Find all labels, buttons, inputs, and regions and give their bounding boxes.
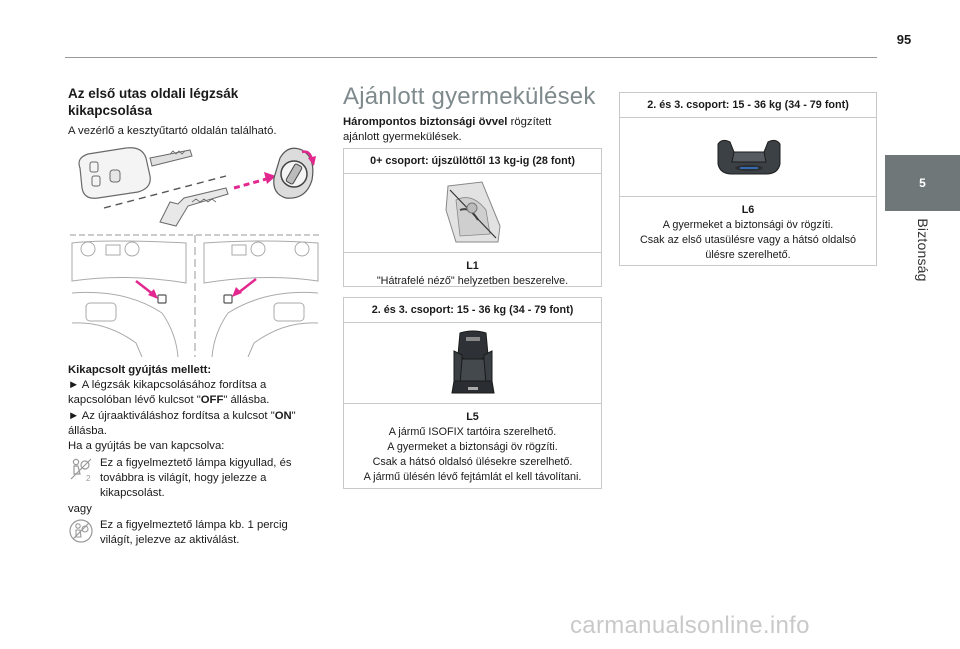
box-l6-image	[620, 118, 876, 197]
middle-intro: Hárompontos biztonsági övvel rögzített a…	[343, 115, 573, 145]
child-seat-box-l6: 2. és 3. csoport: 15 - 36 kg (34 - 79 fo…	[619, 92, 877, 266]
box-l1-header: 0+ csoport: újszülöttől 13 kg-ig (28 fon…	[344, 149, 601, 174]
box-l6-header: 2. és 3. csoport: 15 - 36 kg (34 - 79 fo…	[620, 93, 876, 118]
box-l6-body: L6 A gyermeket a biztonsági öv rögzíti. …	[620, 197, 876, 269]
key-switch-illustration	[66, 140, 324, 233]
step-off: ► A légzsák kikapcsolásához fordítsa a k…	[68, 378, 318, 408]
section-tab-label: Biztonság	[885, 215, 960, 285]
airbag-heading: Az első utas oldali légzsák kikapcsolása	[68, 86, 239, 118]
step-on-keyword: ON	[274, 409, 292, 422]
box-l1-image	[344, 174, 601, 253]
warning-2-text: Ez a figyelmeztető lámpa kb. 1 percig vi…	[100, 519, 288, 547]
watermark: carmanualsonline.info	[570, 612, 810, 639]
step-on: ► Az újraaktiváláshoz fordítsa a kulcsot…	[68, 409, 318, 439]
box-l1-line: "Hátrafelé néző" helyzetben beszerelve.	[376, 275, 569, 287]
ignition-off-heading: Kikapcsolt gyújtás mellett:	[68, 364, 212, 376]
airbag-intro: A vezérlő a kesztyűtartó oldalán találha…	[68, 125, 277, 137]
svg-text:2: 2	[86, 474, 91, 482]
middle-intro-rest: rögzített ajánlott gyermekülések.	[343, 116, 552, 144]
step-off-keyword: OFF	[200, 394, 224, 407]
warning-2: Ez a figyelmeztető lámpa kb. 1 percig vi…	[68, 518, 318, 548]
box-l5-line-2: A gyermeket a biztonsági öv rögzíti.	[387, 441, 558, 453]
booster-with-backrest-image	[451, 330, 495, 394]
child-seat-box-l5: 2. és 3. csoport: 15 - 36 kg (34 - 79 fo…	[343, 297, 602, 489]
header-rule	[65, 57, 877, 58]
box-l5-line-3: Csak a hátsó oldalsó ülésekre szerelhető…	[372, 456, 573, 468]
step-off-text-a: ► A légzsák kikapcsolásához fordítsa a k…	[68, 379, 267, 407]
box-l5-code: L5	[466, 411, 479, 423]
rear-facing-seat-image	[445, 181, 501, 243]
box-l5-line-4: A jármű ülésén lévő fejtámlát el kell tá…	[363, 471, 582, 483]
box-l1-body: L1 "Hátrafelé néző" helyzetben beszerelv…	[344, 253, 601, 295]
step-on-text-c: " állásba.	[68, 409, 296, 437]
airbag-off-warning-icon: 2	[70, 458, 92, 482]
box-l5-line-1: A jármű ISOFIX tartóira szerelhető.	[388, 426, 557, 438]
ignition-off-block: Kikapcsolt gyújtás mellett: ► A légzsák …	[68, 363, 318, 454]
box-l6-code: L6	[741, 204, 755, 216]
section-tab-number[interactable]: 5	[885, 155, 960, 211]
section-tab-text: Biztonság	[914, 218, 931, 282]
step-off-text-c: " állásba.	[223, 394, 270, 407]
section-title: Ajánlott gyermekülések	[343, 83, 596, 110]
page-number: 95	[896, 32, 912, 47]
box-l6-line-2: Csak az első utasülésre vagy a hátsó old…	[639, 234, 857, 261]
step-on-text-a: ► Az újraaktiváláshoz fordítsa a kulcsot…	[68, 409, 275, 422]
box-l6-line-1: A gyermeket a biztonsági öv rögzíti.	[662, 219, 834, 231]
or-text: vagy	[68, 503, 92, 515]
dashboard-illustration	[66, 233, 324, 357]
warning-1: 2 Ez a figyelmeztető lámpa kigyullad, és…	[68, 456, 318, 502]
airbag-on-warning-icon	[69, 519, 93, 543]
ignition-on-text: Ha a gyújtás be van kapcsolva:	[68, 440, 225, 453]
box-l1-code: L1	[466, 260, 479, 272]
box-l5-image	[344, 323, 601, 404]
box-l5-body: L5 A jármű ISOFIX tartóira szerelhető. A…	[344, 404, 601, 491]
middle-intro-bold: Hárompontos biztonsági övvel	[343, 116, 508, 128]
warning-1-text: Ez a figyelmeztető lámpa kigyullad, és t…	[100, 457, 292, 500]
box-l5-header: 2. és 3. csoport: 15 - 36 kg (34 - 79 fo…	[344, 298, 601, 323]
child-seat-box-l1: 0+ csoport: újszülöttől 13 kg-ig (28 fon…	[343, 148, 602, 287]
booster-cushion-image	[717, 139, 781, 175]
